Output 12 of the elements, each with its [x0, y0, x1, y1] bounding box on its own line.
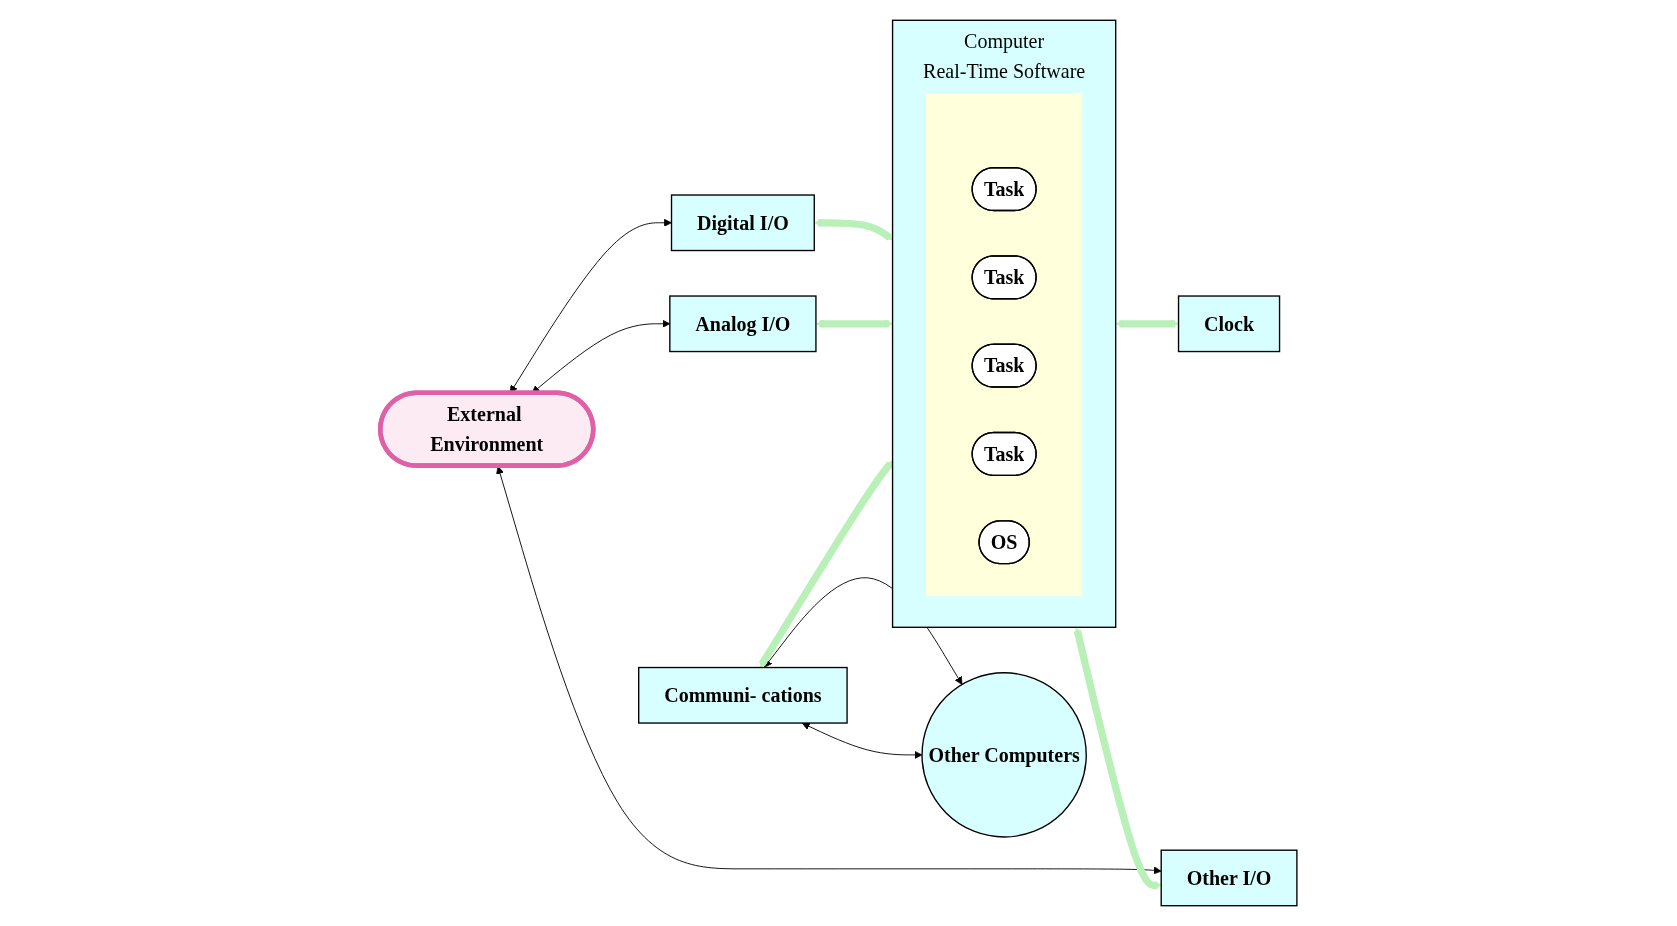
arrow — [1073, 627, 1162, 890]
node-circle: Other Computers — [921, 672, 1087, 838]
arrow — [814, 218, 893, 241]
cluster — [925, 93, 1083, 597]
arrow — [815, 319, 893, 328]
node-box: Digital I/O — [670, 194, 815, 252]
node-box: Clock — [1177, 295, 1281, 353]
arrow — [758, 460, 893, 668]
node-box: Other I/O — [1160, 849, 1298, 907]
arrow — [1115, 319, 1179, 328]
node-box: Analog I/O — [669, 295, 817, 353]
node-box: Communi- cations — [637, 666, 848, 724]
